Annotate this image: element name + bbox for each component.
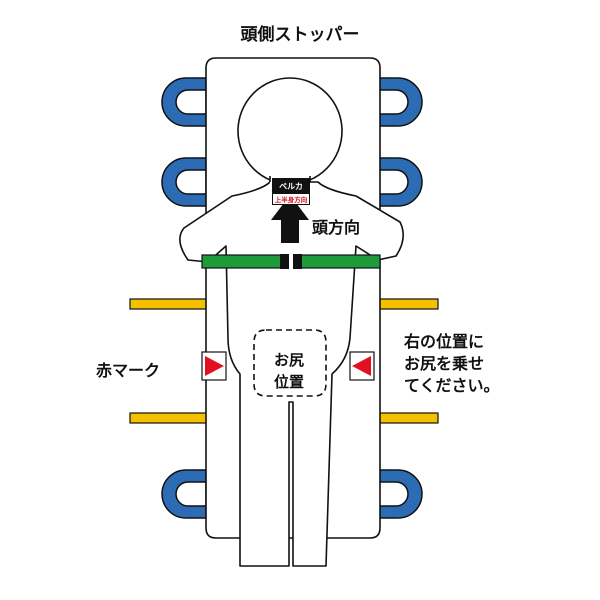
handle-right-2 (377, 157, 423, 207)
handle-left-2 (161, 157, 207, 207)
tag-brand: ベルカ (272, 178, 310, 193)
handle-left-1 (161, 77, 207, 127)
chest-tag: ベルカ 上半身方向 (272, 178, 310, 205)
red-mark-left (205, 356, 224, 376)
red-mark-right (352, 356, 371, 376)
tag-caption: 上半身方向 (272, 193, 310, 205)
rail-left-upper (129, 298, 209, 310)
seating-instruction-line-2: お尻を乗せ (404, 354, 485, 373)
red-mark-label: 赤マーク (96, 361, 161, 380)
head-stopper-label: 頭側ストッパー (240, 25, 360, 45)
rail-right-lower (377, 412, 439, 424)
seating-instruction-line-3: てください。 (404, 376, 500, 395)
body-outline (179, 181, 404, 567)
seating-instruction-line-1: 右の位置に (404, 332, 485, 351)
hip-position-line-1: お尻 (273, 351, 304, 369)
green-belt (201, 254, 381, 269)
person-figure (179, 77, 404, 567)
red-marks (201, 351, 375, 381)
hip-position-box (253, 329, 327, 397)
head-direction-arrow (271, 195, 309, 243)
rail-left-lower (129, 412, 209, 424)
seating-instruction: 右の位置に お尻を乗せ てください。 (404, 331, 500, 397)
hip-position-label: お尻 位置 (258, 349, 320, 393)
rail-right-upper (377, 298, 439, 310)
handle-right-3 (377, 469, 423, 519)
belt-buckle-slot (289, 254, 293, 269)
head-direction-label: 頭方向 (312, 218, 361, 237)
handle-left-3 (161, 469, 207, 519)
hip-position-line-2: 位置 (273, 373, 304, 391)
handle-right-1 (377, 77, 423, 127)
head (237, 77, 343, 185)
blue-handles (161, 77, 423, 519)
